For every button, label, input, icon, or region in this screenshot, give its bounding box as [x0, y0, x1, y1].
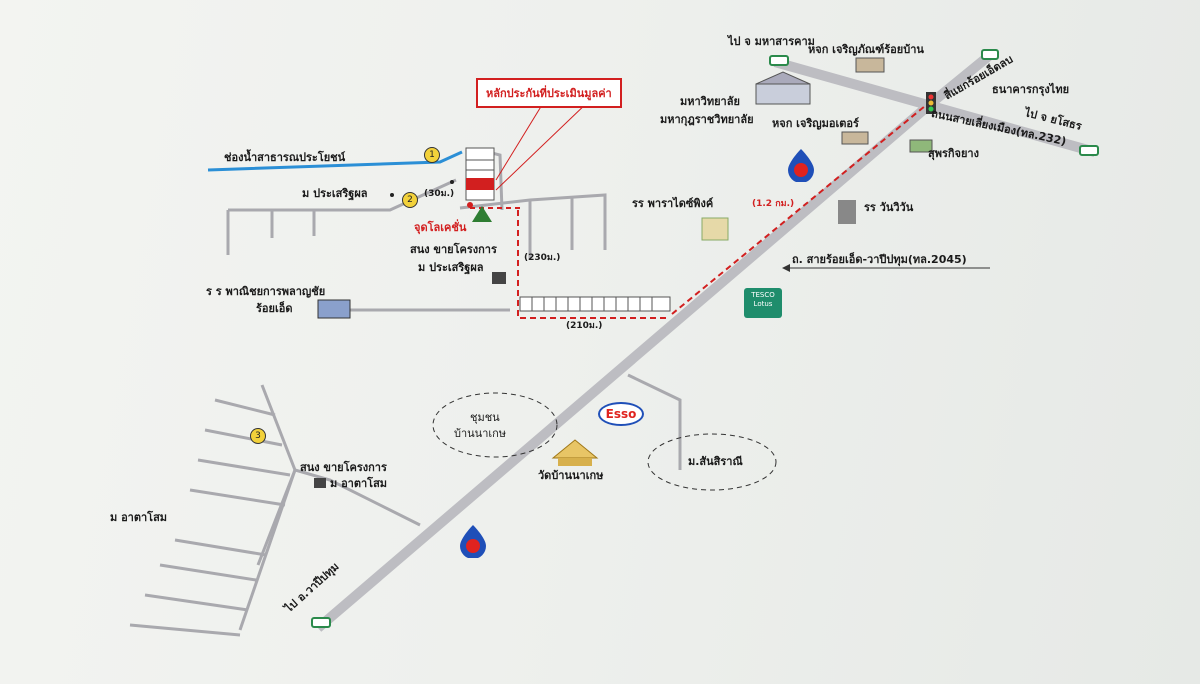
route-dashed [517, 210, 668, 319]
collateral-callout: หลักประกันที่ประเมินมูลค่า [476, 78, 622, 108]
side-road [228, 178, 457, 212]
callout-leader [495, 99, 546, 181]
label-distance-230m: (230ม.) [524, 253, 561, 263]
label-canal: ช่องน้ำสาธารณประโยชน์ [224, 151, 346, 164]
label-road-main: ถ. สายร้อยเอ็ด-วาปีปทุม(ทล.2045) [792, 253, 967, 266]
label-supphakit: สุพรกิจยาง [928, 147, 979, 160]
label-distance-210m: (210ม.) [566, 321, 603, 331]
label-sales-office-1: สนง ขายโครงการ [410, 243, 497, 256]
sign-north [769, 55, 789, 66]
sales-office-icon-2 [314, 478, 326, 488]
side-road [459, 193, 607, 250]
label-location-point: จุดโลเคชั่น [414, 221, 467, 234]
road-north [931, 51, 994, 104]
sign-east [1079, 145, 1099, 156]
side-road [238, 469, 297, 631]
side-road [260, 384, 421, 527]
label-school-paradise: รร พาราไดซ์พิงค์ [632, 197, 714, 210]
label-shop-top: หจก เจริญภัณฑ์ร้อยบ้าน [808, 43, 924, 56]
marker-1: 1 [424, 147, 440, 163]
main-road [314, 96, 939, 632]
tree-icon [472, 206, 492, 222]
marker-3: 3 [250, 428, 266, 444]
commerce-college-icon [317, 299, 351, 319]
gas-station-icon [460, 525, 486, 558]
label-village-athasom: ม อาตาโสม [330, 477, 388, 490]
school-winwin-icon [838, 200, 856, 224]
label-village-athasom-2: ม อาตาโสม [110, 511, 168, 524]
label-distance-30m: (30ม.) [424, 189, 455, 199]
tesco-logo: TESCO Lotus [744, 288, 782, 318]
marker-2: 2 [402, 192, 418, 208]
label-shop-2: หจก เจริญมอเตอร์ [772, 117, 859, 130]
label-distance-12km: (1.2 กม.) [752, 199, 795, 209]
label-university: มหาวิทยาลัย [680, 95, 740, 108]
canal-line [207, 150, 463, 172]
sign-ne [981, 49, 999, 60]
label-community: ชุมชน [470, 411, 500, 424]
supphakit-building-icon [909, 139, 933, 153]
label-temple: วัดบ้านนาเกษ [538, 469, 604, 482]
label-bank: ธนาคารกรุงไทย [992, 83, 1070, 96]
label-school-winwin: รร วันวิวัน [864, 201, 914, 214]
side-road [627, 373, 682, 470]
temple-icon [551, 439, 599, 466]
label-sales-office-2: สนง ขายโครงการ [300, 461, 387, 474]
plot-block [519, 296, 671, 312]
label-commerce-college-2: ร้อยเอ็ด [256, 302, 293, 315]
route-dashed [671, 105, 926, 315]
sansiri-ellipse [647, 433, 777, 491]
label-village-prasertphon-2: ม ประเสริฐผล [418, 261, 484, 274]
community-ellipse [432, 392, 558, 458]
subject-plot [465, 147, 495, 201]
sales-office-icon-1 [492, 272, 506, 284]
label-university-2: มหากุฎราชวิทยาลัย [660, 113, 754, 126]
location-dot [467, 202, 473, 208]
label-village-sansiri: ม.สันสิราณี [688, 455, 743, 468]
sign-south [311, 617, 331, 628]
callout-leader [495, 99, 591, 191]
label-village-prasertphon: ม ประเสริฐผล [302, 187, 368, 200]
school-paradise-icon [701, 217, 729, 241]
shop-building-icon [855, 57, 885, 73]
label-to-maha: ไป จ มหาสารคาม [728, 35, 815, 48]
esso-logo: Esso [598, 402, 644, 426]
shop2-building-icon [841, 131, 869, 145]
label-community-2: บ้านนาเกษ [454, 427, 507, 440]
gas-station-icon [788, 149, 814, 182]
university-building-icon [755, 71, 811, 105]
label-commerce-college: ร ร พาณิชยการพลาญชัย [206, 285, 326, 298]
subject-plot-highlight [466, 178, 494, 190]
